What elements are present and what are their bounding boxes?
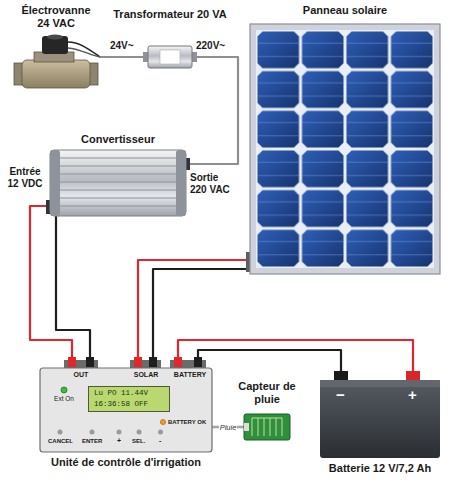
lcd-display: Lu PO 11.44V 16:36:58 OFF [88,386,170,412]
terminal-label: OUT [66,371,96,379]
mount-tab [143,52,148,62]
converter-case [50,150,186,216]
button-label: ENTER [82,438,102,445]
wire [198,350,341,380]
voltage-label: 24V~ [110,40,134,52]
push-button [158,430,163,435]
terminal-post [174,357,182,367]
push-button [117,430,122,435]
wire [178,340,413,380]
polarity-sign: + [408,386,417,404]
wire [153,269,250,368]
status-led [61,387,67,393]
end-cap [50,150,60,216]
rain-sensor: Capteur de pluie [244,414,290,440]
transformer: Transformateur 20 VA [148,46,192,68]
mount-tab [192,52,197,62]
wire [56,216,90,368]
end-cap [176,150,186,216]
component-label: Batterie 12 V/7,2 Ah [305,462,450,475]
output-socket [186,158,190,170]
solenoid-cap [47,35,63,40]
component-label: Convertisseur [50,133,186,146]
wire [186,57,238,164]
push-button [90,430,95,435]
polarity-sign: − [336,386,345,404]
terminal-post [86,357,94,367]
lcd-line: Lu PO 11.44V [94,389,148,398]
solenoid-valve: Électrovanne 24 VAC [12,34,100,94]
input-socket [46,200,50,214]
cooling-fins [60,158,176,206]
wire-label: Pluie [219,423,238,432]
battery-case [320,380,440,458]
control-unit: Unité de contrôle d'irrigationLu PO 11.4… [40,368,212,452]
button-label: CANCEL [48,438,73,445]
sensor-connector [244,423,249,431]
lcd-line: 16:36:58 OFF [94,400,148,409]
control-case [40,368,212,452]
panel-cells [256,30,434,268]
terminal-post [134,357,142,367]
port-label: Entrée 12 VDC [4,166,46,190]
voltage-label: 220V~ [196,40,225,52]
wire [100,56,148,58]
terminal-post [149,357,157,367]
wire [30,206,72,368]
transformer-case [148,46,192,68]
push-button [58,430,63,435]
led-label: Ext On [46,395,82,403]
port-label: Sortie 220 VAC [190,172,236,196]
negative-terminal [334,371,348,381]
button-label: + [117,437,121,445]
battery-lid [320,380,440,387]
component-label: Transformateur 20 VA [95,8,245,21]
button-label: SEL. [132,438,145,445]
wire [138,260,250,368]
valve-body [22,60,90,88]
panel-frame [250,24,440,274]
component-label: Capteur de pluie [231,380,303,406]
transformer-sticker [160,50,180,64]
component-label: Électrovanne 24 VAC [17,4,95,30]
terminal-label: BATTERY [168,371,212,379]
terminal-post [194,357,202,367]
positive-terminal [406,371,420,381]
inverter: Convertisseur [50,150,186,216]
solar-panel: Panneau solaire [250,24,440,274]
terminal-label: SOLAR [128,371,164,379]
sensor-traces [252,418,282,436]
terminal-post [68,357,76,367]
sensor-board [244,414,290,440]
component-label: Unité de contrôle d'irrigation [20,456,232,469]
component-label: Panneau solaire [250,4,440,17]
led-label: BATTERY OK [168,419,206,426]
battery-led [160,419,165,424]
battery: Batterie 12 V/7,2 Ah−+ [320,380,440,458]
push-button [137,430,142,435]
button-label: - [159,437,161,445]
